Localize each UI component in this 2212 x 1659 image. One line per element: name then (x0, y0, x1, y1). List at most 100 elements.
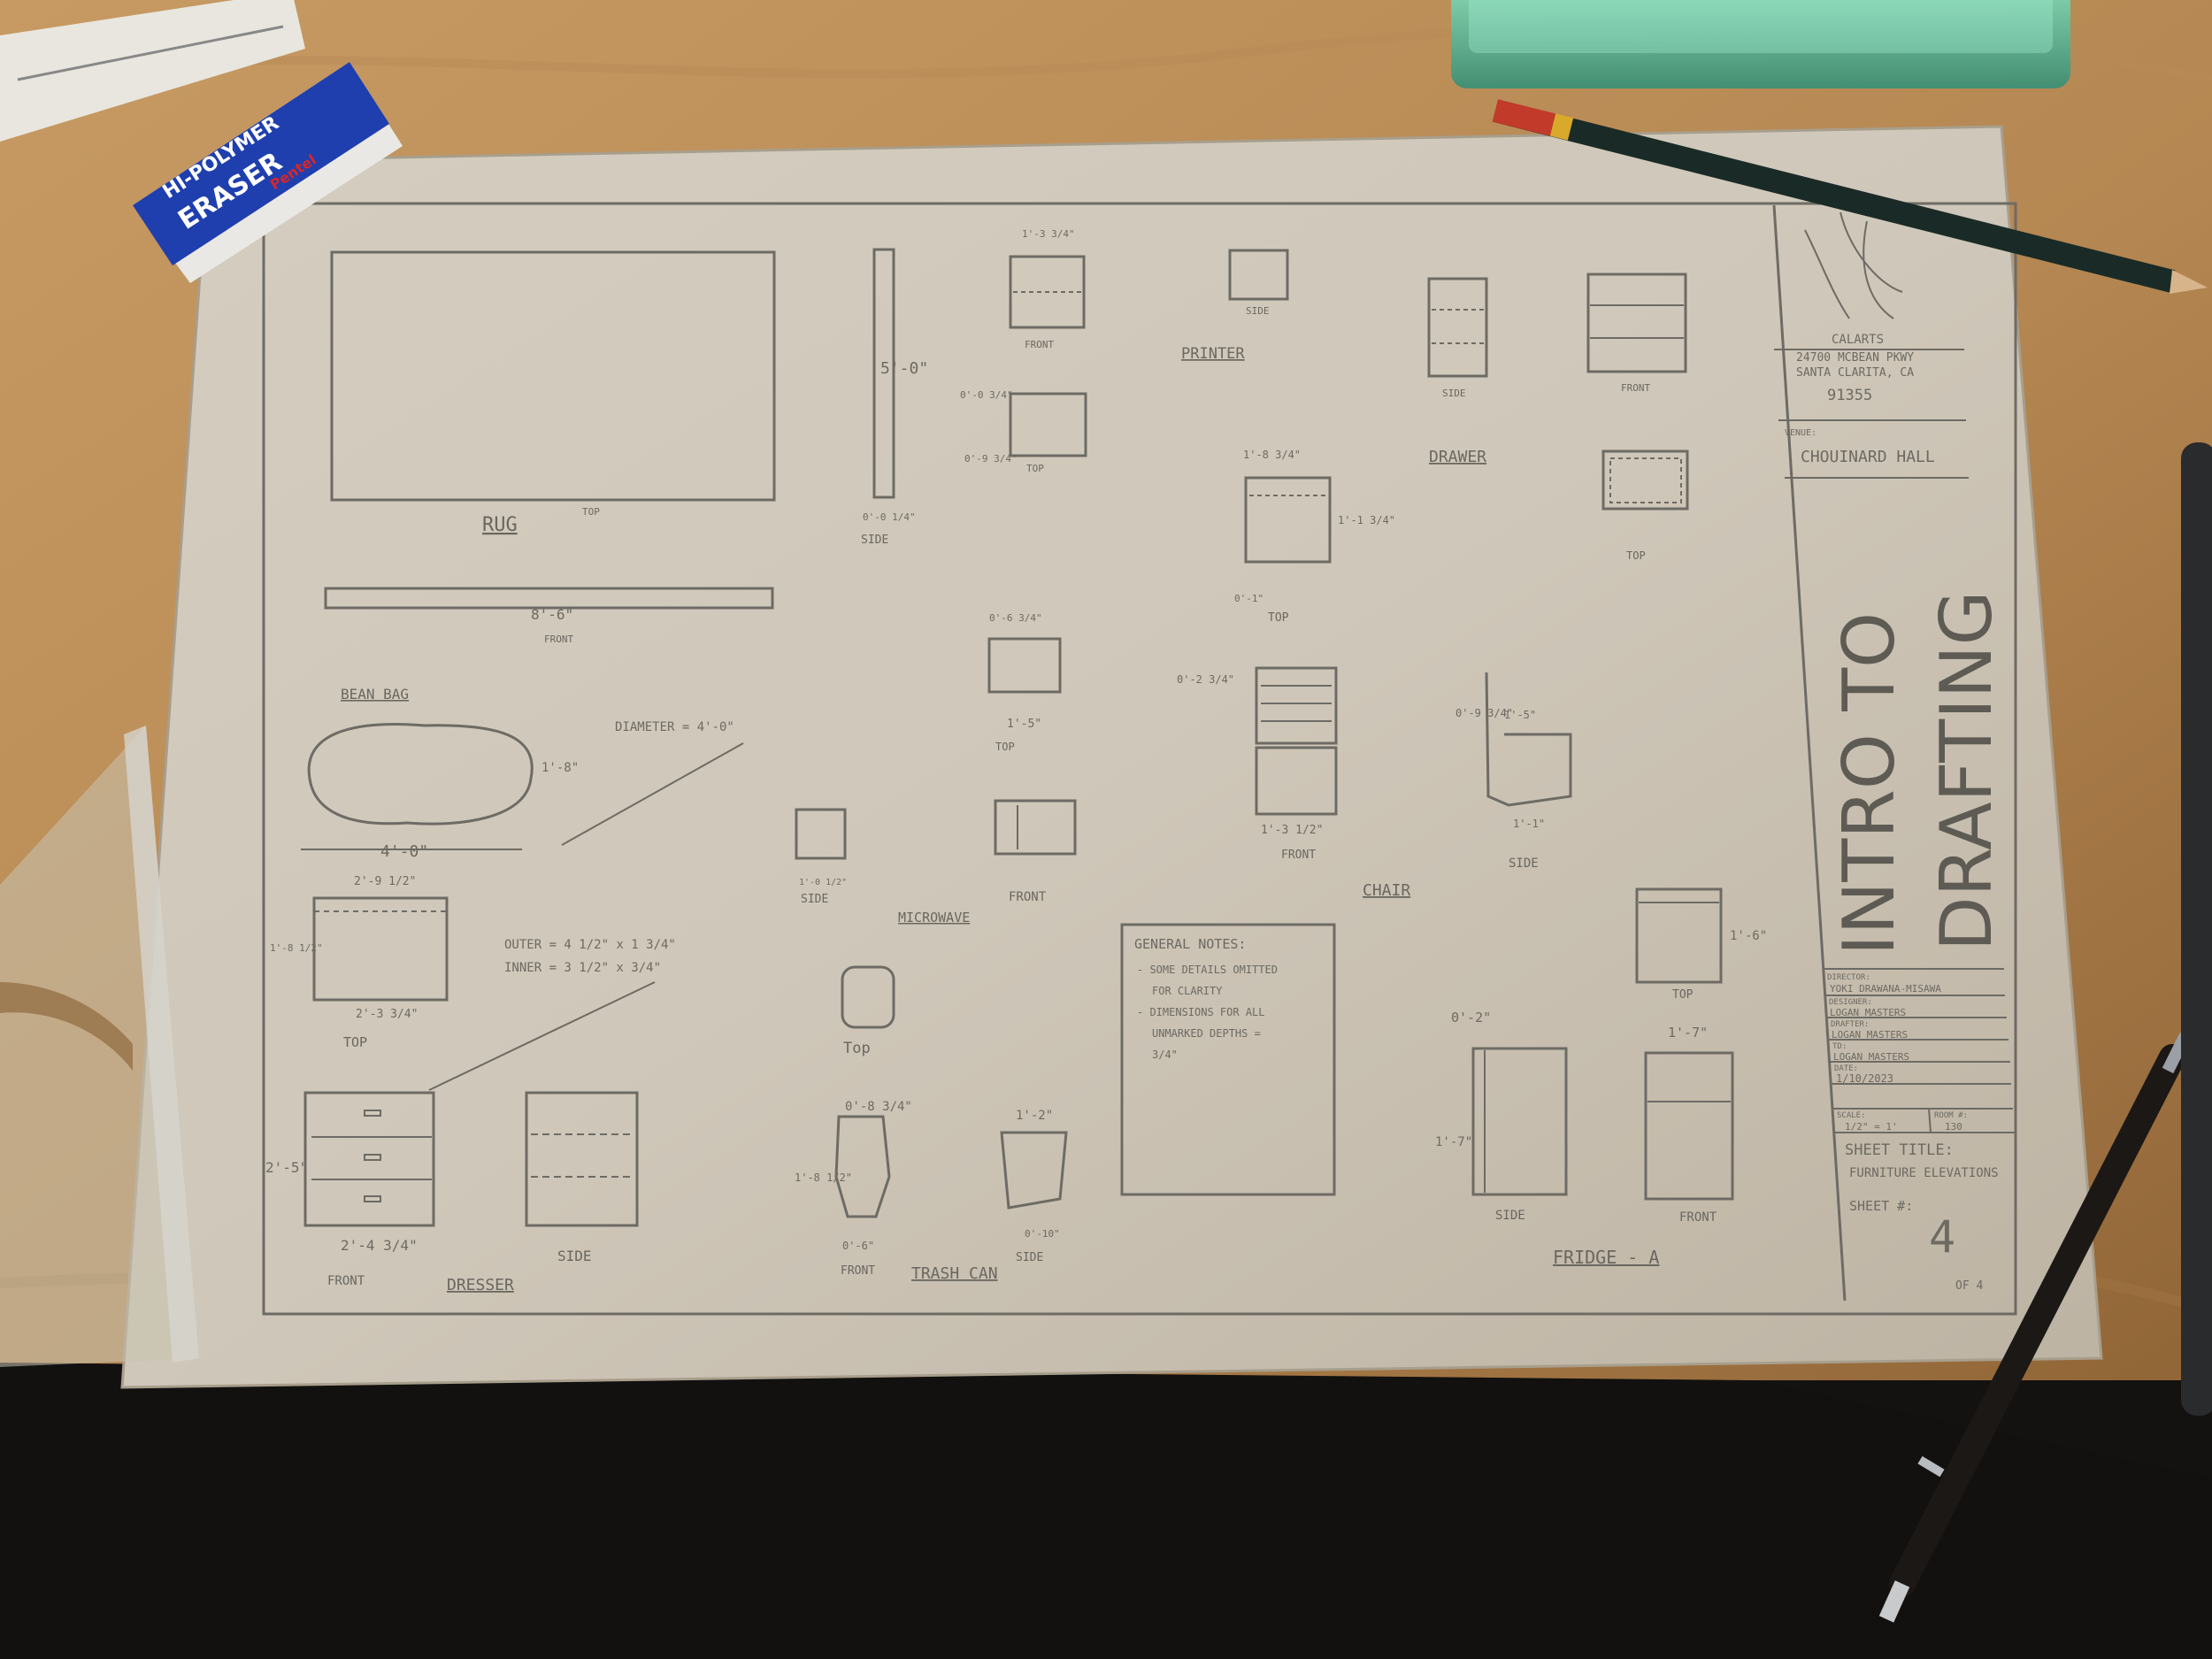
microwave-dim-b: 0'-6 3/4" (989, 612, 1042, 624)
rug-length-dim: 8'-6" (531, 606, 573, 623)
school-address-1: 24700 MCBEAN PKWY (1796, 351, 1914, 365)
pencil-icon (1492, 99, 2208, 294)
drawer-dim-b: 1'-1 3/4" (1338, 514, 1395, 526)
tablet-edge (2181, 442, 2212, 1416)
date-value: 1/10/2023 (1836, 1072, 1893, 1085)
dresser-top-label: TOP (343, 1034, 367, 1050)
trash-can-label: TRASH CAN (911, 1264, 998, 1283)
bean-bag-drawings: BEAN BAG 1'-8" 4'-0" DIAMETER = 4'-0" (301, 686, 744, 861)
sheet-title-value: FURNITURE ELEVATIONS (1849, 1166, 1999, 1180)
dresser-top-dim-b: 2'-3 3/4" (356, 1008, 418, 1021)
dresser-side-label: SIDE (557, 1248, 592, 1264)
dresser-height-dim: 2'-5" (265, 1159, 308, 1176)
dresser-width-dim: 2'-4 3/4" (341, 1237, 418, 1254)
drawer-side-label: SIDE (1442, 388, 1466, 399)
general-notes-2a: - DIMENSIONS FOR ALL (1137, 1006, 1265, 1018)
trash-can-drawings: Top 0'-8 3/4" 1'-8 1/2" 0'-6" FRONT 1'-2… (795, 965, 1068, 1283)
date-label: DATE: (1834, 1064, 1858, 1073)
school-name: CALARTS (1832, 333, 1884, 347)
designer-name: LOGAN MASTERS (1830, 1007, 1906, 1018)
rug-label: RUG (482, 514, 518, 536)
dresser-outer-dim: OUTER = 4 1/2" x 1 3/4" (504, 938, 676, 952)
director-label: DIRECTOR: (1827, 973, 1870, 982)
trash-can-dim-a: 0'-8 3/4" (845, 1100, 912, 1114)
sheet-number-label: SHEET #: (1849, 1198, 1913, 1214)
fridge-dim-d: 1'-7" (1435, 1135, 1472, 1149)
drafter-label: DRAFTER: (1831, 1020, 1869, 1029)
chair-side-label: SIDE (1509, 856, 1539, 871)
sheet-title-label: SHEET TITLE: (1845, 1141, 1954, 1159)
mechanical-pencil-icon (1878, 1032, 2192, 1623)
trash-can-dim-d: 1'-8 1/2" (795, 1171, 852, 1184)
trash-can-dim-e: 0'-10" (1025, 1228, 1060, 1240)
microwave-dim-a: 1'-5" (1007, 718, 1041, 731)
drawer-dim-c: 0'-1" (1234, 593, 1263, 604)
sheet-of-count: OF 4 (1955, 1279, 1983, 1293)
trash-can-side-label: SIDE (1016, 1251, 1043, 1264)
rug-side-label: SIDE (861, 534, 888, 547)
drafting-sheet (120, 125, 2103, 1389)
title-block: CALARTS 24700 MCBEAN PKWY SANTA CLARITA,… (1785, 333, 2008, 1293)
chair-dim-e: 0'-9 3/4" (1455, 707, 1513, 719)
printer-top-label: TOP (1026, 463, 1044, 474)
fridge-top-label: TOP (1672, 988, 1694, 1002)
fridge-dim-b: 1'-6" (1730, 929, 1767, 943)
microwave-side-label: SIDE (801, 893, 828, 906)
td-label: TD: (1832, 1042, 1847, 1051)
rug-drawings: RUG TOP 5'-0" 0'-0 1/4" SIDE 8'-6" FRONT (324, 248, 928, 645)
bean-bag-height-dim: 1'-8" (541, 761, 579, 775)
printer-drawings: 1'-3 3/4" FRONT 0'-0 3/4" 0'-9 3/4" TOP … (960, 228, 1289, 474)
fridge-dim-c: 0'-2" (1451, 1010, 1491, 1025)
drawer-top-label-2: TOP (1626, 549, 1646, 562)
venue-name: CHOUINARD HALL (1801, 448, 1935, 466)
dresser-front-label: FRONT (327, 1274, 365, 1288)
rug-front-label: FRONT (544, 634, 573, 645)
fridge-side-label: SIDE (1495, 1209, 1525, 1223)
drawer-dim-a: 1'-8 3/4" (1243, 449, 1301, 461)
printer-front-label: FRONT (1025, 339, 1054, 350)
rug-top-label: TOP (582, 506, 600, 518)
general-notes-heading: GENERAL NOTES: (1134, 936, 1246, 952)
bean-bag-diameter-dim: DIAMETER = 4'-0" (615, 720, 734, 734)
bean-bag-label: BEAN BAG (341, 686, 409, 703)
trash-can-top-label: Top (843, 1040, 871, 1057)
sheet-number-value: 4 (1929, 1211, 1955, 1263)
school-zip: 91355 (1827, 387, 1872, 404)
printer-dim-c: 0'-9 3/4" (964, 453, 1018, 465)
drawer-drawings: SIDE FRONT DRAWER 1'-8 3/4" 1'-1 3/4" 0'… (1234, 273, 1689, 625)
drawer-top-label: TOP (1268, 611, 1289, 625)
school-address-2: SANTA CLARITA, CA (1796, 366, 1914, 380)
director-name: YOKI DRAWANA-MISAWA (1830, 983, 1941, 995)
scale-value: 1/2" = 1' (1845, 1121, 1898, 1133)
trash-can-front-label: FRONT (841, 1264, 875, 1278)
chair-drawings: 0'-2 3/4" 1'-3 1/2" FRONT 0'-9 3/4" 1'-5… (1177, 666, 1572, 900)
keyboard-icon (1451, 0, 2070, 88)
drafter-name: LOGAN MASTERS (1832, 1029, 1908, 1041)
general-notes-2b: UNMARKED DEPTHS = (1152, 1027, 1261, 1040)
dresser-label: DRESSER (447, 1276, 514, 1294)
general-notes-box: GENERAL NOTES: - SOME DETAILS OMITTED FO… (1120, 923, 1336, 1196)
microwave-front-label: FRONT (1009, 890, 1047, 904)
designer-label: DESIGNER: (1829, 998, 1872, 1007)
venue-label: VENUE: (1785, 428, 1816, 438)
microwave-top-label: TOP (995, 741, 1015, 753)
fridge-label: FRIDGE - A (1553, 1247, 1659, 1268)
chair-dim-c: 1'-1" (1513, 818, 1545, 830)
dresser-top-dim-c: 1'-8 1/2" (270, 942, 323, 954)
chair-front-label: FRONT (1281, 849, 1316, 862)
printer-dim-a: 1'-3 3/4" (1022, 228, 1075, 240)
general-notes-1a: - SOME DETAILS OMITTED (1137, 964, 1278, 976)
scale-label: SCALE: (1837, 1111, 1866, 1120)
drawer-label: DRAWER (1429, 448, 1486, 466)
course-title-line-2: DRAFTING (1925, 590, 2008, 951)
chair-label: CHAIR (1363, 881, 1410, 900)
rug-thick-dim: 0'-0 1/4" (863, 511, 916, 523)
room-label: ROOM #: (1934, 1111, 1968, 1120)
sheet-border (262, 202, 2017, 1316)
microwave-label: MICROWAVE (898, 910, 970, 926)
general-notes-1b: FOR CLARITY (1152, 985, 1223, 997)
fridge-dim-a: 1'-7" (1668, 1025, 1708, 1041)
chair-dim-a: 0'-2 3/4" (1177, 673, 1234, 686)
ruler-icon (0, 0, 305, 142)
